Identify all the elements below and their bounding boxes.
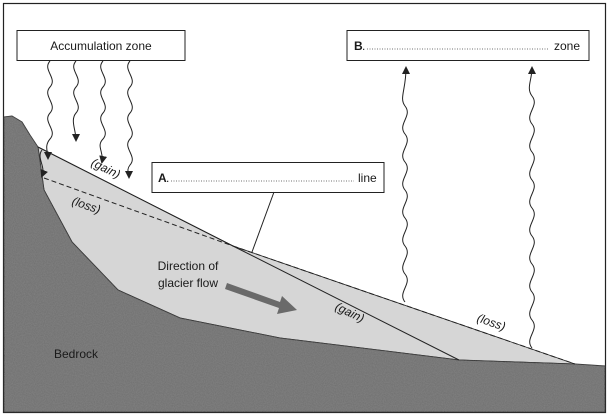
flow-direction-arrow [225, 283, 297, 314]
box-b-dot: . [362, 39, 365, 53]
equilibrium-line-box [151, 162, 385, 193]
ice-surface-line [37, 146, 234, 247]
snow-arrow-4 [124, 60, 133, 179]
flow-label-line1: Direction of [158, 259, 219, 273]
accumulation-label: Accumulation zone [50, 39, 152, 53]
loss-arrow-left [39, 149, 48, 178]
flow-label-line2: glacier flow [158, 276, 218, 290]
ablation-arrow-2 [527, 66, 536, 349]
loss-lower-label: (loss) [475, 311, 507, 334]
box-a-dot: . [166, 171, 169, 185]
ablation-arrow-1 [401, 66, 410, 303]
box-a-pointer [251, 191, 275, 253]
ice-surface-dashed [43, 177, 234, 247]
box-b-letter: B [354, 39, 363, 53]
bedrock-label: Bedrock [54, 347, 99, 361]
ablation-zone-box [346, 30, 590, 61]
snow-arrow-1 [43, 60, 53, 160]
accumulation-box [16, 30, 186, 61]
box-a-letter: A [158, 171, 167, 185]
snow-arrow-3 [99, 60, 108, 164]
ice-gain-line [232, 245, 460, 361]
snow-arrow-2 [71, 60, 80, 142]
bedrock-texture [4, 116, 605, 412]
box-b-suffix: zone [554, 39, 580, 53]
box-a-suffix: line [358, 171, 377, 185]
ice-surface-line-lower [232, 245, 576, 365]
